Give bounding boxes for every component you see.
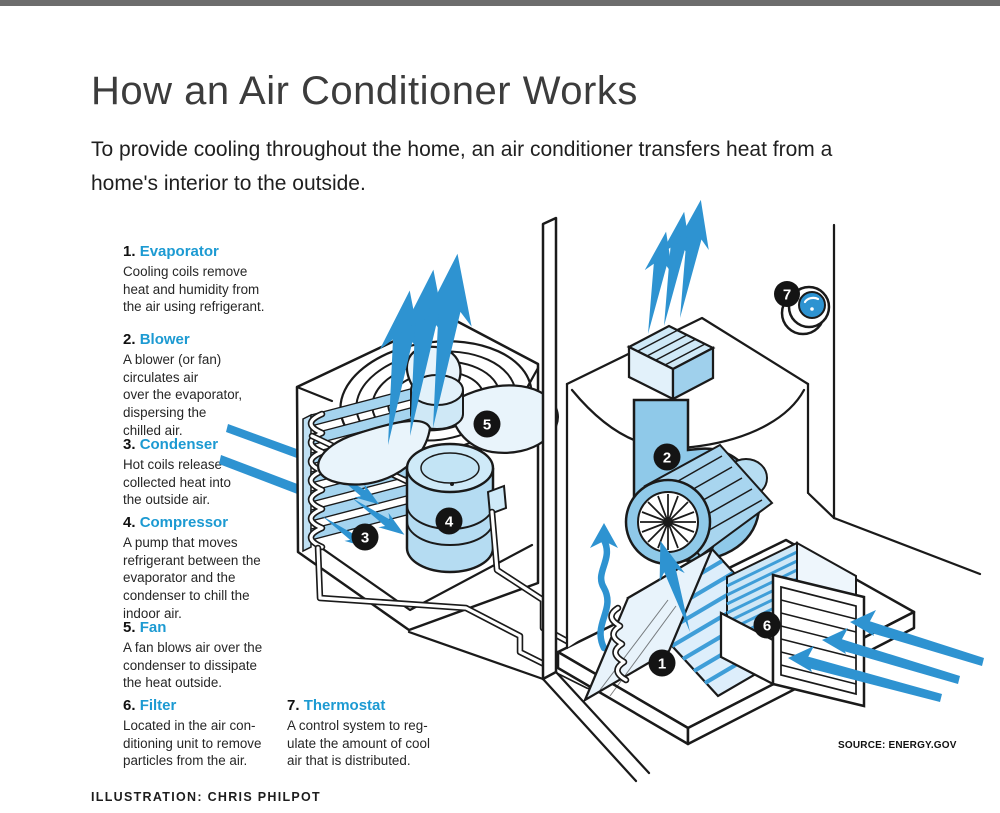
blower [624,398,774,566]
svg-text:1: 1 [658,656,666,673]
legend-item-fan: 5. Fan A fan blows air over the condense… [123,619,295,692]
legend-item-compressor: 4. Compressor A pump that moves refriger… [123,514,295,622]
illustration-credit: ILLUSTRATION: CHRIS PHILPOT [91,790,321,804]
legend-item-description: A fan blows air over the condenser to di… [123,640,263,691]
supply-air-arrows [633,196,718,337]
badge-compressor: 4 [435,507,463,535]
legend-item-description: A control system to reg- ulate the amoun… [287,718,430,769]
legend-item-heading: 5. Fan [123,619,167,636]
legend-item-heading: 3. Condenser [123,436,219,453]
page-subtitle: To provide cooling throughout the home, … [91,138,833,195]
svg-text:3: 3 [361,530,369,547]
source-attribution: SOURCE: ENERGY.GOV [838,740,957,751]
legend-item-heading: 6. Filter [123,697,177,714]
svg-text:4: 4 [445,514,454,531]
legend-item-description: Located in the air con- ditioning unit t… [123,718,262,769]
top-bar [0,0,1000,6]
compressor [405,442,508,574]
legend-item-description: Cooling coils remove heat and humidity f… [123,264,265,315]
wall [407,216,651,783]
legend-item-evaporator: 1. Evaporator Cooling coils remove heat … [123,243,295,316]
badge-blower: 2 [653,443,681,471]
svg-text:6: 6 [763,618,771,635]
indoor-unit [556,196,984,746]
badge-evaporator: 1 [648,649,676,677]
legend-item-description: Hot coils release collected heat into th… [123,457,231,508]
legend-item-description: A blower (or fan) circulates air over th… [123,352,243,438]
page-title: How an Air Conditioner Works [91,68,638,113]
legend-item-filter: 6. Filter Located in the air con- dition… [123,697,295,770]
return-air-squiggle-arrow [590,523,618,652]
badge-condenser: 3 [351,523,379,551]
supply-duct [626,324,716,401]
legend-item-heading: 4. Compressor [123,514,229,531]
legend-item-heading: 1. Evaporator [123,243,219,260]
legend-item-blower: 2. Blower A blower (or fan) circulates a… [123,331,295,439]
badge-filter: 6 [753,611,781,639]
air-filter [719,541,866,708]
number-badges: 1 2 3 4 5 6 7 [351,281,800,677]
legend-item-condenser: 3. Condenser Hot coils release collected… [123,436,295,509]
legend-item-thermostat: 7. Thermostat A control system to reg- u… [287,697,447,770]
svg-text:5: 5 [483,417,491,434]
badge-fan: 5 [473,410,501,438]
legend-item-description: A pump that moves refrigerant between th… [123,535,261,621]
svg-text:2: 2 [663,450,671,467]
intake-air-arrows [219,424,305,495]
legend-item-heading: 2. Blower [123,331,190,348]
legend-item-heading: 7. Thermostat [287,697,386,714]
filter-intake-arrows [788,610,984,702]
badge-thermostat: 7 [774,281,800,307]
svg-text:7: 7 [783,287,791,304]
